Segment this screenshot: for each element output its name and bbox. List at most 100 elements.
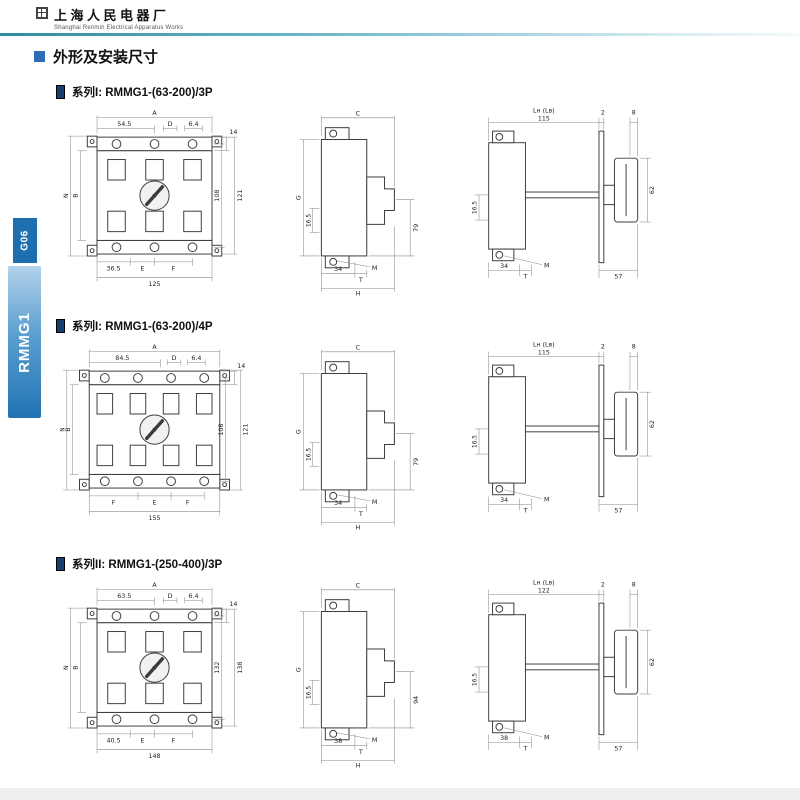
dim-shaft-bottom-2: T [523,508,528,515]
dim-side-bottom-1: 38 [334,737,342,745]
handle-mechanism [366,410,395,459]
page-code-label: G06 [19,230,31,251]
dim-height-inner: 108 [218,424,225,436]
side-view-dimensions: C G 16.5 79 M 34 T H [295,343,420,530]
company-logo-icon [36,7,48,19]
page-bottom-margin [0,788,800,800]
dim-right-top: 14 [237,363,245,370]
front-view-drawing-3p: A 54.5 D 6.4 14 B N 108 121 3 [63,110,244,288]
dim-side-top: C [356,581,361,589]
mounting-panel [598,130,605,264]
side-view-drawing: C G 16.5 79 M 34 T H [295,343,420,530]
front-view-dimensions: A 54.5 D 6.4 14 B N 108 121 3 [63,110,244,288]
dim-bottom-1: 40.5 [107,738,121,745]
side-view-dimensions: C G 16.5 79 M 34 T H [295,109,420,296]
front-view-dimensions: A 84.5 D 6.4 14 B N 108 121 F [61,344,250,522]
dim-side-right: 94 [412,696,420,704]
dim-screw: M [544,262,549,269]
switch-body-side [320,139,368,257]
dim-side-right: 79 [412,224,420,232]
dim-side-bottom-2: T [358,276,363,284]
front-view-drawing-3p: A 63.5 D 6.4 14 B N 132 138 4 [63,582,244,760]
dim-height-outer: 121 [243,424,250,436]
dim-side-bottom-total: H [355,523,360,530]
dim-side-left: G [295,667,303,672]
dim-shaft-left-small: 16.5 [473,201,479,214]
series-2-drawings: A 84.5 D 6.4 14 B N 108 121 F [56,338,658,531]
dim-handle-h: 62 [649,658,656,666]
dim-side-left: G [295,429,303,434]
section-title: 外形及安装尺寸 [34,46,158,67]
switch-body-shaft [488,614,526,722]
dim-bottom-total: 125 [148,281,160,288]
page-header: 上海人民电器厂 Shanghai Renmin Electrical Appar… [36,5,183,31]
dim-handle-len: Lʜ (Lʙ) [533,342,555,349]
handle-mechanism [366,176,395,225]
front-view-drawing-4p: A 84.5 D 6.4 14 B N 108 121 F [61,344,250,522]
switch-front-geometry [86,607,223,729]
dim-right-top: 14 [229,129,237,136]
dim-bottom-3: F [172,266,176,273]
series-1-drawings: A 54.5 D 6.4 14 B N 108 121 3 [56,104,658,297]
dim-overall-top: A [152,582,157,589]
dim-b: B [73,665,80,669]
company-name-en: Shanghai Renmin Electrical Apparatus Wor… [54,25,184,31]
side-view-drawing: C G 16.5 94 M 38 T H [295,581,420,768]
series-1-label: 系列I: RMMG1-(63-200)/3P [56,84,658,100]
dim-overall-top: A [152,344,157,351]
handle-mechanism [366,648,395,697]
dim-bottom-3: F [172,738,176,745]
sidebar-product-tab: RMMG1 [8,266,41,418]
dim-d: D [168,121,173,128]
dim-overall-top: A [152,110,157,117]
dim-side-bottom-2: T [358,748,363,756]
switch-front-geometry [79,369,231,491]
dim-shaft-left-small: 16.5 [473,435,479,448]
dim-bottom-2: E [140,266,144,273]
switch-side-geometry [320,599,395,741]
shaft-view-dimensions: Lʜ (Lʙ) 115 2 8 16.5 62 M 34 T [473,342,657,515]
switch-shaft-geometry [488,130,639,264]
dim-hole: 6.4 [191,355,201,362]
extension-shaft [524,425,600,433]
dim-shaft-bottom-2: T [523,274,528,281]
side-view-drawing: C G 16.5 79 M 34 T H [295,109,420,296]
switch-front-geometry [86,135,223,257]
dim-sub-left: 54.5 [117,121,131,128]
series-3-label: 系列II: RMMG1-(250-400)/3P [56,556,658,572]
mounting-panel [598,364,605,498]
dim-shaft-bottom-3: 57 [614,274,622,281]
extension-shaft [524,663,600,671]
switch-side-geometry [320,127,395,269]
dim-b: B [73,193,80,197]
dim-sub-left: 63.5 [117,593,131,600]
dim-shaft-bottom-3: 57 [614,746,622,753]
dim-hole: 6.4 [188,121,198,128]
dim-shaft-bottom-3: 57 [614,508,622,515]
section-bullet-icon [34,51,45,62]
dim-height-outer: 138 [237,662,244,674]
extension-shaft [524,191,600,199]
dim-edge: 8 [632,344,636,351]
header-divider [0,33,800,36]
dim-height-inner: 132 [214,662,221,674]
side-view-dimensions: C G 16.5 94 M 38 T H [295,581,420,768]
dim-right-top: 14 [229,601,237,608]
brand-text: 上海人民电器厂 Shanghai Renmin Electrical Appar… [54,5,183,31]
dim-side-top: C [356,109,361,117]
shaft-view-drawing: Lʜ (Lʙ) 115 2 8 16.5 62 M 34 T [473,108,657,281]
dim-side-left-small: 16.5 [307,686,313,699]
dim-side-left: G [295,195,303,200]
dim-panel-thk: 2 [601,344,605,351]
dim-shaft-left-small: 16.5 [473,673,479,686]
dim-side-top: C [356,343,361,351]
dim-n: N [63,193,70,198]
dim-handle-len: Lʜ (Lʙ) [533,580,555,587]
series-marker-icon [56,85,65,99]
switch-body-shaft [488,142,526,250]
switch-shaft-geometry [488,602,639,736]
dim-handle-len: Lʜ (Lʙ) [533,108,555,115]
dim-shaft-width: 122 [538,587,550,594]
dim-handle-h: 62 [649,420,656,428]
dim-hole: 6.4 [188,593,198,600]
